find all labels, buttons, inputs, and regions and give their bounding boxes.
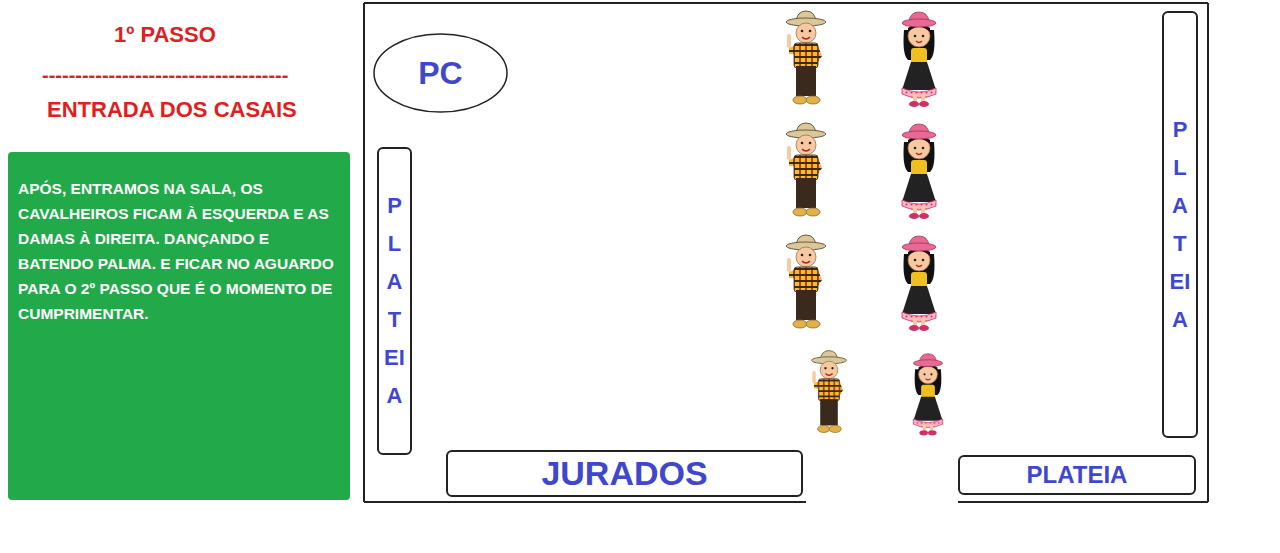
separator-line: ------------------------------------- (42, 64, 288, 87)
instruction-text: APÓS, ENTRAMOS NA SALA, OS CAVALHEIROS F… (18, 176, 338, 326)
room-outline (364, 3, 1208, 502)
box-label: JURADOS (541, 454, 707, 493)
section-heading: ENTRADA DOS CASAIS (47, 97, 297, 123)
step-title: 1º PASSO (114, 22, 216, 48)
box-label: PLATEIA (1027, 461, 1128, 489)
audience-box: PLATEIA (1162, 11, 1198, 438)
audience-box: PLATEIA (958, 455, 1196, 495)
instruction-panel: APÓS, ENTRAMOS NA SALA, OS CAVALHEIROS F… (8, 152, 350, 500)
dancers (786, 11, 943, 435)
audience-box: PLATEIA (377, 147, 412, 455)
pc-circle: PC (373, 33, 508, 113)
box-label: PLATEIA (384, 187, 406, 415)
box-label: PC (418, 55, 462, 92)
box-label: PLATEIA (1169, 111, 1191, 339)
judges-box: JURADOS (446, 450, 803, 497)
